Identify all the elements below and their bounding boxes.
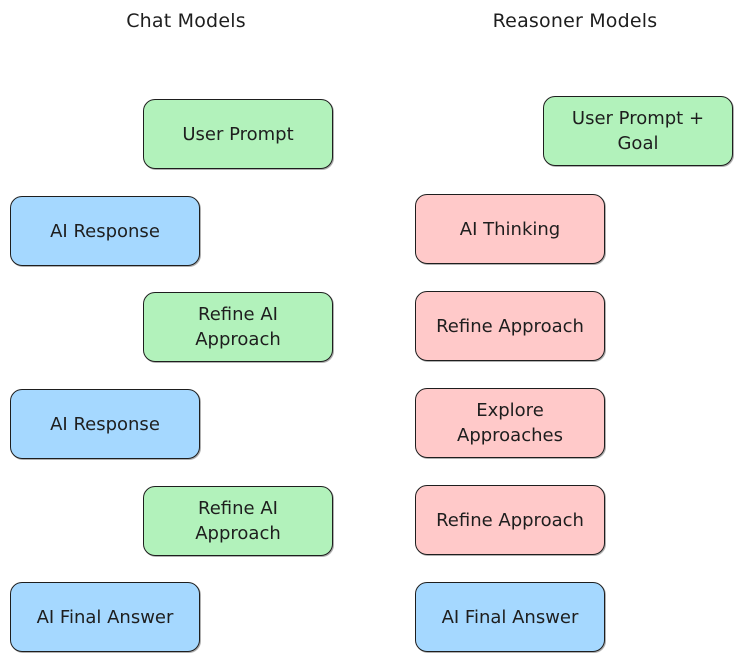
chat-models-title: Chat Models	[126, 10, 246, 32]
reasoner-step-ai-final-answer: AI Final Answer	[415, 582, 605, 652]
reasoner-step-user-prompt-goal: User Prompt + Goal	[543, 96, 733, 166]
reasoner-models-title: Reasoner Models	[492, 10, 658, 32]
reasoner-step-refine-approach: Refine Approach	[415, 485, 605, 555]
chat-step-ai-final-answer: AI Final Answer	[10, 582, 200, 652]
chat-step-user-prompt: User Prompt	[143, 99, 333, 169]
chat-step-refine-ai-approach: Refine AI Approach	[143, 486, 333, 556]
reasoner-step-explore-approaches: Explore Approaches	[415, 388, 605, 458]
chat-step-ai-response: AI Response	[10, 389, 200, 459]
chat-step-ai-response: AI Response	[10, 196, 200, 266]
chat-step-refine-ai-approach: Refine AI Approach	[143, 292, 333, 362]
reasoner-step-refine-approach: Refine Approach	[415, 291, 605, 361]
reasoner-step-ai-thinking: AI Thinking	[415, 194, 605, 264]
